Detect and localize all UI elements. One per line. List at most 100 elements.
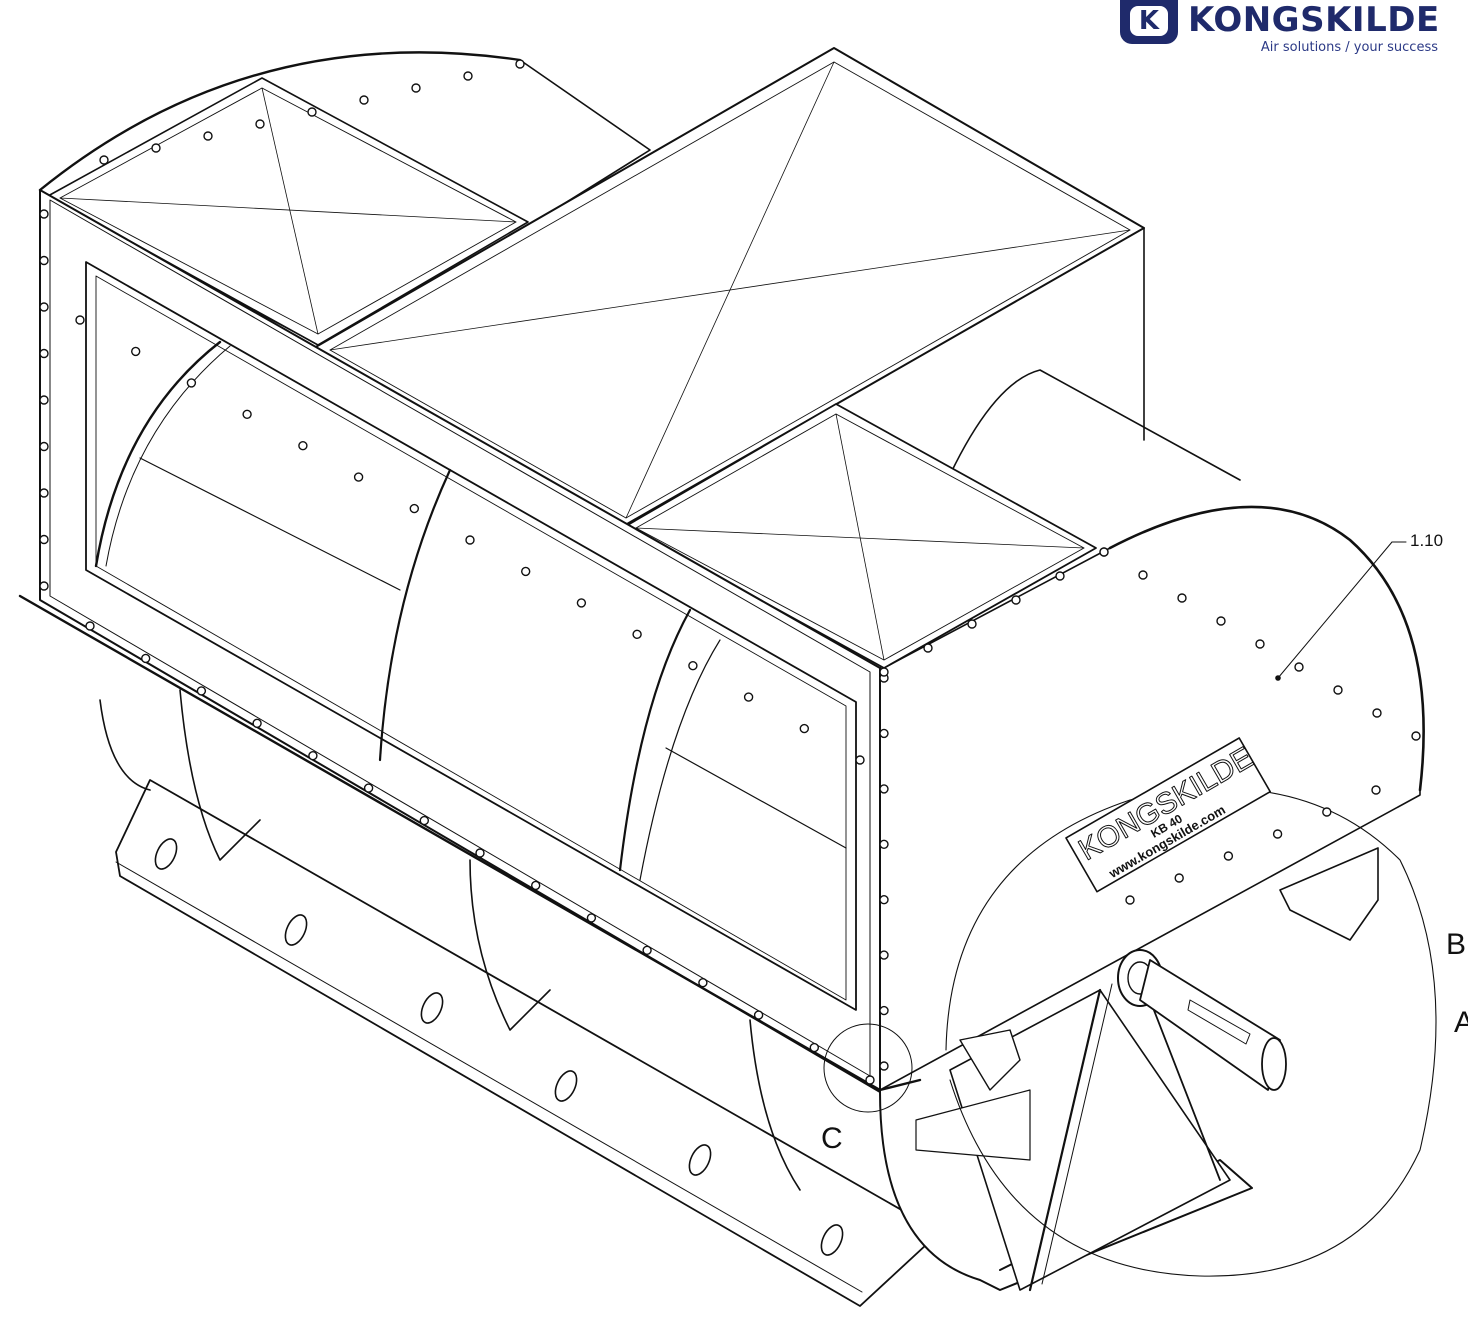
bolt-head xyxy=(531,880,541,891)
logo-badge-letter: K xyxy=(1130,6,1168,36)
base-hole xyxy=(820,1224,844,1256)
base-hole xyxy=(554,1070,578,1102)
bolt-head xyxy=(363,783,374,793)
base-hole xyxy=(154,838,178,870)
bolt-head xyxy=(753,1010,764,1020)
callout-detail-c: C xyxy=(821,1122,843,1155)
bolt-head xyxy=(879,728,889,739)
bolt-head xyxy=(879,667,889,677)
bolt-head xyxy=(1011,595,1021,605)
logo-tagline: Air solutions / your success xyxy=(1260,40,1438,55)
bolt-head xyxy=(308,751,318,761)
bolt-head xyxy=(879,1005,889,1016)
bolt-head xyxy=(688,661,698,671)
bolt-head xyxy=(515,59,525,69)
drive-side-plate xyxy=(879,847,1379,1292)
base-frame xyxy=(99,689,941,1307)
bolt-head xyxy=(39,209,49,219)
bolt-head xyxy=(855,755,865,765)
bolt-head xyxy=(1411,731,1421,741)
bolt-head xyxy=(151,143,161,153)
callout-detail-b: B xyxy=(1446,928,1467,961)
bolt-head xyxy=(799,723,809,734)
bolt-head xyxy=(1223,851,1234,861)
callout-detail-a: A xyxy=(1454,1006,1468,1039)
bolt-head xyxy=(1216,616,1226,626)
bolt-head xyxy=(1255,639,1265,649)
drive-shaft xyxy=(1117,949,1287,1091)
bolt-head xyxy=(642,945,652,955)
bolt-head xyxy=(879,1061,889,1071)
kongskilde-logo: K KONGSKILDE Air solutions / your succes… xyxy=(1118,0,1448,60)
bolt-head xyxy=(1371,785,1381,795)
bolt-head xyxy=(698,978,708,988)
bolt-head xyxy=(409,503,419,514)
bolt-head xyxy=(99,155,109,165)
bolt-head xyxy=(743,692,754,702)
bolt-head xyxy=(75,315,85,325)
bolt-head xyxy=(85,621,95,631)
bolt-head xyxy=(242,409,252,419)
bolt-head xyxy=(359,95,369,105)
bolt-head xyxy=(463,71,473,81)
bolt-head xyxy=(1177,593,1187,603)
bolt-head xyxy=(39,255,49,266)
bolt-head xyxy=(923,643,933,653)
bolt-head xyxy=(298,441,308,451)
bolt-head xyxy=(521,566,531,577)
bolt-head xyxy=(39,395,49,405)
bolt-head xyxy=(39,488,49,498)
callout-leader-1-10 xyxy=(1277,541,1393,679)
bolt-head xyxy=(419,815,429,826)
bolt-head xyxy=(1099,547,1109,557)
bolt-head xyxy=(465,535,475,545)
bolt-head xyxy=(1372,708,1382,718)
bolt-head xyxy=(411,83,421,93)
logo-badge: K xyxy=(1120,0,1178,44)
bolt-head xyxy=(809,1042,819,1053)
bolt-head xyxy=(576,598,587,608)
bolt-head xyxy=(39,441,49,452)
bolt-head xyxy=(255,119,265,129)
detail-circle-ab xyxy=(945,788,1437,1277)
callout-1-10: 1.10 xyxy=(1410,531,1444,550)
bolt-head xyxy=(140,653,151,664)
bolt-head xyxy=(632,629,642,639)
bolt-head xyxy=(1125,895,1135,905)
bolt-head xyxy=(879,784,889,794)
bolt-head xyxy=(1174,873,1184,883)
base-holes xyxy=(154,838,844,1256)
base-hole xyxy=(688,1144,712,1176)
bolt-head xyxy=(1055,571,1065,581)
detail-circle-c xyxy=(823,1023,913,1113)
bolt-head xyxy=(1138,570,1148,580)
bolt-head xyxy=(39,581,49,591)
bolt-heads xyxy=(39,59,1421,1085)
bolt-head xyxy=(1294,662,1304,672)
base-hole xyxy=(420,992,444,1024)
bolt-head xyxy=(353,472,364,482)
bolt-head xyxy=(252,718,262,728)
bolt-head xyxy=(879,895,889,905)
bolt-head xyxy=(1333,685,1343,695)
bolt-head xyxy=(186,378,197,388)
bolt-head xyxy=(879,839,889,849)
bolt-head xyxy=(39,348,49,359)
bolt-head xyxy=(39,534,49,545)
bolt-head xyxy=(196,686,207,696)
callout-dot xyxy=(1275,675,1281,681)
logo-wordmark: KONGSKILDE xyxy=(1188,0,1440,40)
bolt-head xyxy=(879,950,889,960)
bolt-head xyxy=(967,619,977,629)
bolt-head xyxy=(1322,807,1332,817)
bolt-head xyxy=(586,913,597,923)
bolt-head xyxy=(865,1075,875,1085)
bolt-head xyxy=(130,346,141,357)
bolt-head xyxy=(203,131,213,141)
bolt-head xyxy=(1272,829,1283,839)
base-hole xyxy=(284,914,308,946)
bolt-head xyxy=(39,302,49,312)
bolt-head xyxy=(475,848,485,858)
bolt-head xyxy=(307,107,317,117)
